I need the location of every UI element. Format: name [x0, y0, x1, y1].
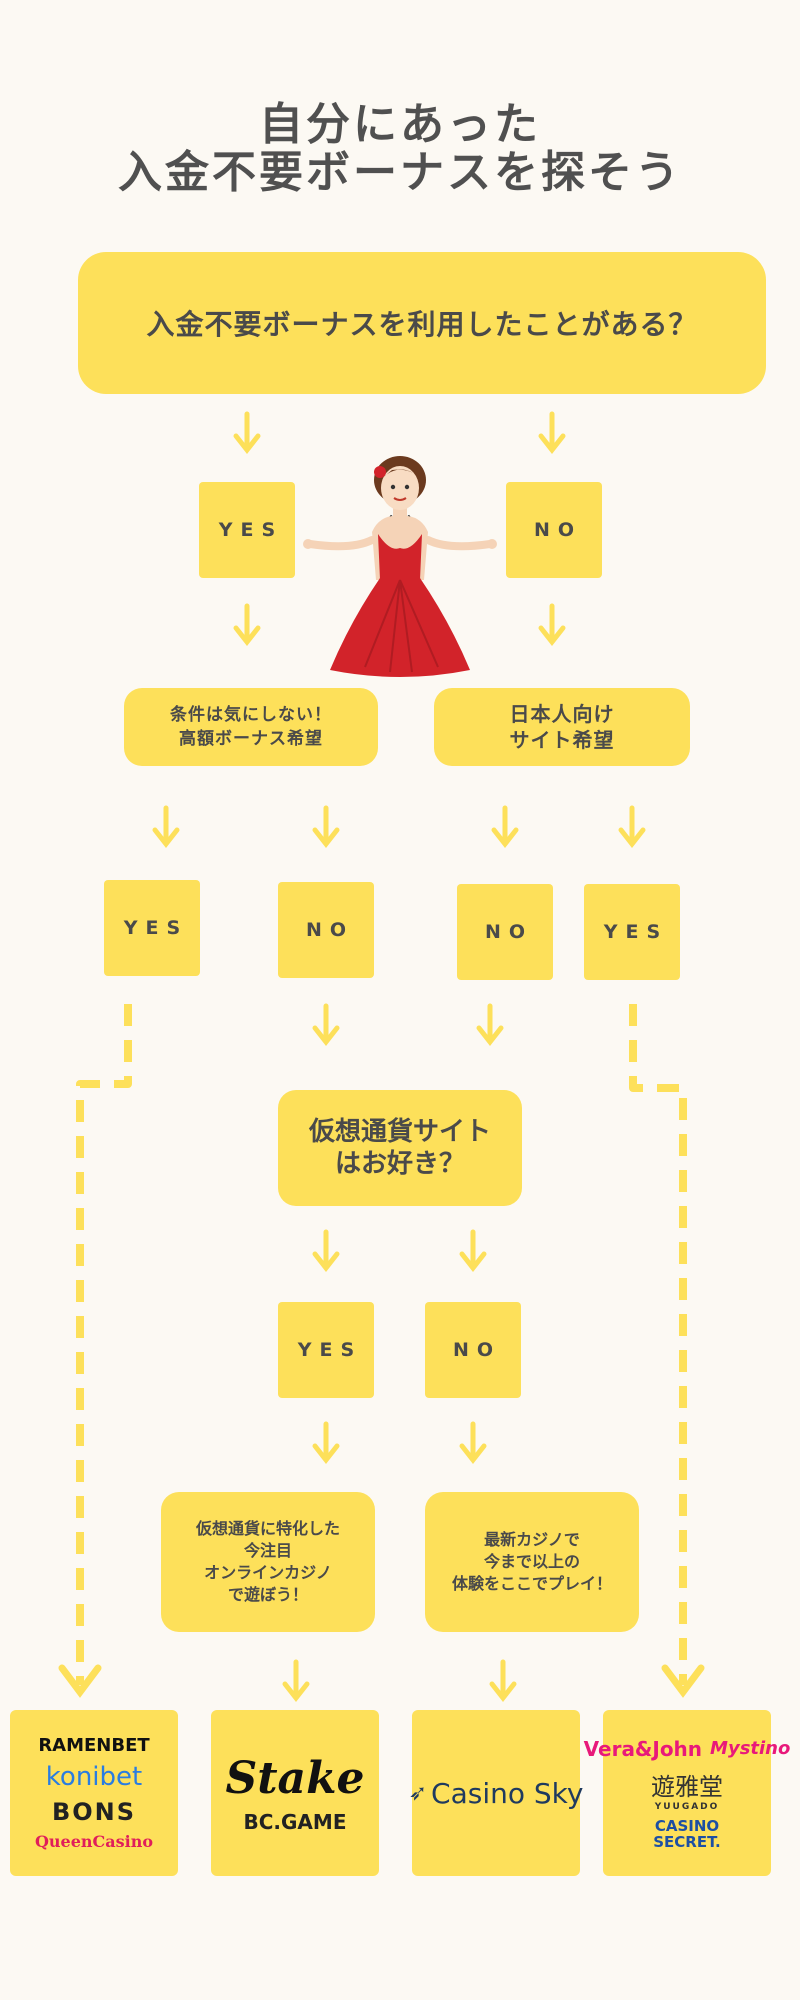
arrow-left-yes — [152, 805, 180, 849]
logo-group-new-casino: ➶ Casino Sky — [408, 1710, 584, 1876]
woman-illustration — [303, 456, 497, 677]
logo-ramenbet: RAMENBET — [38, 1735, 150, 1756]
logo-bcgame: BC.GAME — [243, 1809, 347, 1834]
page-title-line1: 自分にあった — [259, 99, 541, 150]
arrow-no-result — [459, 1421, 487, 1465]
logo-casino-secret-1: CASINO — [654, 1816, 720, 1835]
logo-bons: BONS — [51, 1798, 137, 1826]
logo-queencasino: QueenCasino — [34, 1832, 154, 1851]
arrow-crypto-yes — [312, 1229, 340, 1273]
arrow-left-no — [312, 805, 340, 849]
arrow-no-right — [538, 603, 566, 647]
rocket-icon: ➶ — [408, 1780, 428, 1806]
logo-group-japanese: Vera&John Mystino 遊雅堂 YUUGADO CASINO SEC… — [584, 1710, 790, 1876]
dashed-path-left — [76, 1004, 132, 1685]
logo-casinosky: Casino Sky — [431, 1776, 584, 1810]
logo-stake: Stake — [225, 1752, 365, 1804]
answer-yes-3: YES — [584, 884, 680, 980]
arrow-q1-no — [538, 411, 566, 455]
answer-yes-2: YES — [104, 880, 200, 976]
arrow-yes-result — [312, 1421, 340, 1465]
arrow-q1-yes — [233, 411, 261, 455]
logo-mystino: Mystino — [710, 1738, 791, 1759]
arrow-right-no — [491, 805, 519, 849]
dashed-path-right — [629, 1004, 687, 1685]
arrow-result1-logo — [282, 1659, 310, 1703]
logo-yuugado-romaji: YUUGADO — [654, 1801, 720, 1812]
logo-konibet: konibet — [45, 1762, 143, 1792]
answer-yes-1: YES — [199, 482, 295, 578]
branch-high-bonus: 条件は気にしない！ 高額ボーナス希望 — [124, 688, 378, 766]
answer-no-1: NO — [506, 482, 602, 578]
arrow-crypto-no — [459, 1229, 487, 1273]
logo-yuugado: 遊雅堂 — [651, 1772, 723, 1801]
arrow-result2-logo — [489, 1659, 517, 1703]
answer-no-3: NO — [457, 884, 553, 980]
arrow-yes-left — [233, 603, 261, 647]
logo-verajohn: Vera&John — [583, 1736, 703, 1761]
result-new-casino: 最新カジノで 今まで以上の 体験をここでプレイ！ — [425, 1492, 639, 1632]
question-used-no-deposit: 入金不要ボーナスを利用したことがある？ — [78, 252, 766, 394]
logo-casino-secret-2: SECRET. — [653, 1832, 721, 1851]
arrow-no-crypto-right — [476, 1003, 504, 1047]
branch-japanese-site: 日本人向け サイト希望 — [434, 688, 690, 766]
question-like-crypto: 仮想通貨サイト はお好き？ — [278, 1090, 522, 1206]
answer-no-4: NO — [425, 1302, 521, 1398]
arrow-right-yes — [618, 805, 646, 849]
result-crypto-casino: 仮想通貨に特化した 今注目 オンラインカジノ で遊ぼう！ — [161, 1492, 375, 1632]
answer-yes-4: YES — [278, 1302, 374, 1398]
logo-group-high-bonus: RAMENBET konibet BONS QueenCasino — [10, 1710, 178, 1876]
answer-no-2: NO — [278, 882, 374, 978]
page-title-line2: 入金不要ボーナスを探そう — [118, 147, 682, 198]
arrow-no-crypto-left — [312, 1003, 340, 1047]
logo-group-crypto: Stake BC.GAME — [211, 1710, 379, 1876]
